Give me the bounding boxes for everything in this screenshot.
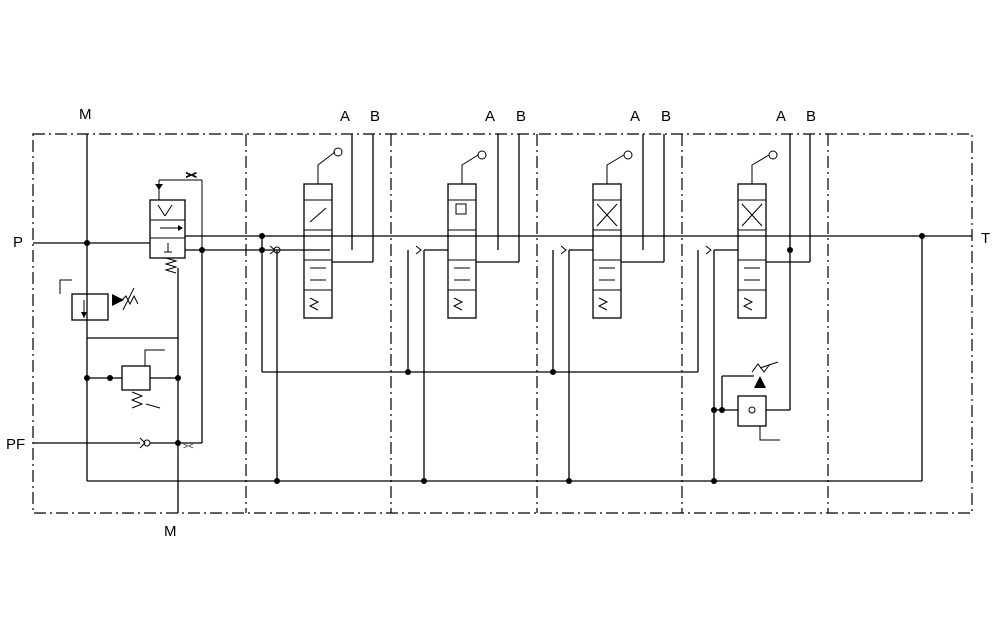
pressure-and-tank-lines <box>33 134 972 513</box>
section-1-directional-valve <box>269 134 374 481</box>
section-3-port-a-label: A <box>630 108 640 125</box>
section-4-port-b-label: B <box>806 108 816 125</box>
port-m-bottom-label: M <box>164 523 177 540</box>
section-3-port-b-label: B <box>661 108 671 125</box>
section-4-directional-valve <box>697 134 811 481</box>
section-4-port-a-label: A <box>776 108 786 125</box>
port-m-top-label: M <box>79 106 92 123</box>
svg-text:><: >< <box>186 170 197 180</box>
svg-text:><: >< <box>183 441 194 451</box>
section-1-port-a-label: A <box>340 108 350 125</box>
section-2-port-a-label: A <box>485 108 495 125</box>
relief-valve-symbol <box>121 349 165 409</box>
section-2-directional-valve <box>407 134 520 481</box>
section-4-relief-valve <box>714 361 790 441</box>
port-t-label: T <box>981 230 990 247</box>
section-1-port-b-label: B <box>370 108 380 125</box>
pilot-reducing-valve-symbol <box>59 279 139 321</box>
port-p-label: P <box>13 234 23 251</box>
valve-block-outline <box>32 133 973 514</box>
port-pf-label: PF <box>6 436 25 453</box>
section-3-directional-valve <box>552 134 665 481</box>
junction-dots <box>84 233 925 484</box>
pf-check-valve-symbol: >< <box>139 437 194 451</box>
priority-valve-symbol: >< <box>149 170 203 274</box>
section-2-port-b-label: B <box>516 108 526 125</box>
